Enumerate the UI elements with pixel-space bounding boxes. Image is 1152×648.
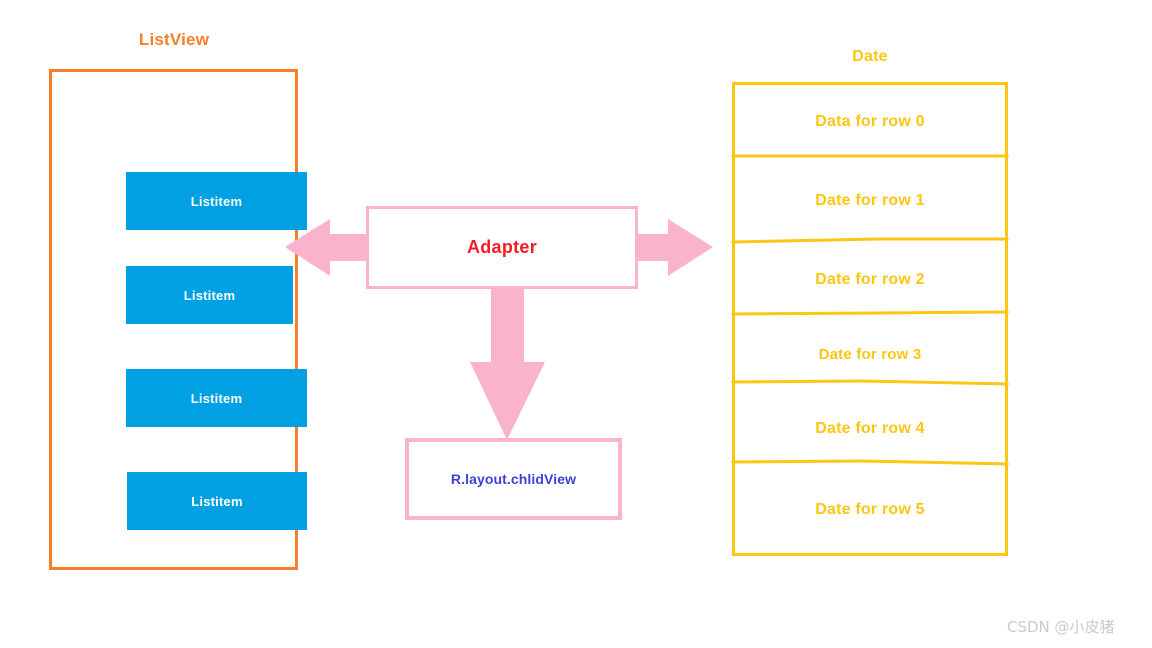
date-title: Date — [852, 48, 888, 65]
childview-box[interactable]: R.layout.chlidView — [405, 438, 622, 520]
adapter-box[interactable]: Adapter — [366, 206, 638, 289]
childview-label: R.layout.chlidView — [450, 471, 577, 487]
list-item[interactable]: Listitem — [126, 266, 293, 324]
list-item[interactable]: Listitem — [127, 472, 307, 530]
watermark: CSDN @小皮猪 — [1007, 618, 1115, 636]
date-row[interactable]: Date for row 2 — [815, 271, 925, 288]
date-row[interactable]: Date for row 4 — [815, 420, 925, 437]
list-item[interactable]: Listitem — [126, 172, 307, 230]
arrow-right-icon — [634, 219, 713, 276]
date-row[interactable]: Date for row 1 — [815, 192, 925, 209]
listview-container: Listitem Listitem Listitem Listitem — [49, 69, 307, 570]
date-row[interactable]: Date for row 5 — [815, 501, 925, 518]
date-row[interactable]: Data for row 0 — [815, 113, 925, 130]
listview-title: ListView — [138, 30, 210, 49]
date-row[interactable]: Date for row 3 — [818, 345, 922, 363]
adapter-label: Adapter — [466, 237, 538, 257]
arrow-down-icon — [470, 288, 545, 440]
list-item[interactable]: Listitem — [126, 369, 307, 427]
date-container: Data for row 0 Date for row 1 Date for r… — [732, 82, 1008, 556]
